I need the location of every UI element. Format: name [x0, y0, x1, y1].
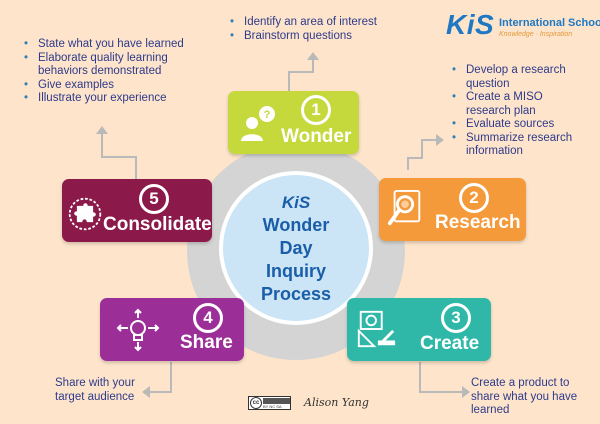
connector-create — [419, 362, 462, 393]
stage-wonder: ? 1 Wonder — [228, 91, 359, 154]
cc-terms-caption: BY NC SA — [263, 404, 282, 409]
center-line-1: Wonder — [262, 214, 330, 235]
note-item: Evaluate sources — [450, 118, 590, 132]
connector-research — [407, 139, 436, 170]
note-item: Develop a research question — [450, 64, 590, 91]
lightbulb-arrows-icon — [116, 308, 160, 352]
notes-consolidate: State what you have learned Elaborate qu… — [22, 38, 192, 106]
stage-create: 3 Create — [347, 298, 491, 361]
note-item: Illustrate your experience — [22, 92, 192, 106]
stage-label: Create — [420, 333, 480, 354]
stage-label: Share — [180, 332, 233, 353]
connector-wonder — [288, 60, 314, 92]
connector-share — [150, 362, 172, 393]
center-title: KiS Wonder Day Inquiry Process — [219, 171, 373, 325]
arrowhead-research — [436, 134, 444, 146]
note-item: Summarize research information — [450, 132, 590, 159]
stage-share: 4 Share — [100, 298, 244, 361]
center-line-3: Inquiry — [265, 260, 326, 281]
stage-consolidate: 5 Consolidate — [62, 179, 212, 242]
stage-number: 4 — [193, 303, 223, 333]
design-tools-icon — [357, 310, 396, 348]
notes-wonder: Identify an area of interest Brainstorm … — [228, 16, 428, 43]
logo-tagline: Knowledge · Inspiration — [499, 31, 573, 38]
stage-number: 2 — [459, 183, 489, 213]
svg-text:?: ? — [264, 109, 271, 121]
author-signature: Alison Yang — [304, 396, 369, 409]
stage-number: 1 — [301, 95, 331, 125]
stage-number: 5 — [139, 184, 169, 214]
notes-create: Create a product to share what you have … — [471, 377, 578, 416]
magnifier-document-icon — [387, 190, 421, 226]
arrowhead-create — [462, 386, 470, 398]
notes-share: Share with your target audience — [55, 377, 135, 403]
puzzle-icon — [68, 197, 102, 231]
note-item: State what you have learned — [22, 38, 192, 52]
logo-school-name: International School — [499, 17, 600, 29]
center-line-4: Process — [260, 283, 332, 304]
connector-consolidate — [101, 134, 137, 179]
center-line-2: Day — [279, 237, 313, 258]
logo-mark: KiS — [446, 9, 495, 40]
note-item: Create a MISO research plan — [450, 91, 590, 118]
stage-number: 3 — [441, 303, 471, 333]
note-item: Elaborate quality learning behaviors dem… — [22, 52, 192, 79]
note-item: Brainstorm questions — [228, 30, 428, 44]
cc-terms-bar — [263, 398, 290, 404]
cc-license-badge: cc BY NC SA — [248, 396, 291, 410]
stage-label: Research — [435, 212, 521, 233]
arrowhead-consolidate — [96, 126, 108, 134]
arrowhead-wonder — [307, 52, 319, 60]
stage-label: Consolidate — [103, 214, 212, 235]
center-kis: KiS — [281, 192, 311, 212]
cc-mark: cc — [250, 397, 262, 409]
stage-label: Wonder — [281, 126, 352, 147]
arrowhead-share — [142, 386, 150, 398]
person-question-icon: ? — [241, 106, 275, 141]
note-item: Give examples — [22, 79, 192, 93]
stage-research: 2 Research — [379, 178, 526, 241]
note-item: Identify an area of interest — [228, 16, 428, 30]
notes-research: Develop a research question Create a MIS… — [450, 64, 590, 159]
